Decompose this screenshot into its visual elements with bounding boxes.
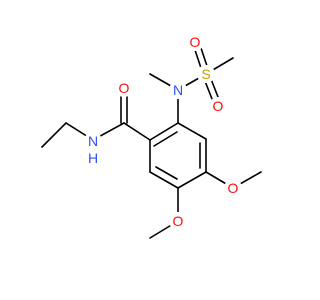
bond-ch3-ch2	[41, 122, 67, 148]
nitrogen-atom-sulfonamide: N	[173, 82, 183, 98]
bond-ring-c2-c3	[177, 122, 207, 140]
oxygen-atom-sulfonyl-2: O	[213, 98, 224, 114]
bond-ring-c4-c5	[177, 171, 207, 189]
bond-ring-c1-c2-inner	[153, 131, 178, 147]
bond-ring-c1-c2	[149, 122, 179, 141]
hydrogen-atom-amide: H	[88, 150, 98, 166]
bond-c-carbonyl-ring	[123, 122, 151, 141]
nitrogen-atom-amide: N	[88, 133, 98, 149]
sulfur-atom: S	[201, 66, 210, 82]
oxygen-atom-methoxy-4: O	[228, 180, 239, 196]
bond-ring-c5-c6-inner	[155, 166, 178, 180]
oxygen-atom-sulfonyl-1: O	[190, 34, 201, 50]
atom-labels: O N H N S O O O O	[84, 33, 242, 230]
oxygen-atom-carbonyl: O	[119, 80, 130, 96]
oxygen-atom-methoxy-5: O	[173, 213, 184, 229]
bond-ring-c5-c6	[149, 171, 179, 189]
molecule-structure: O N H N S O O O O	[41, 33, 262, 239]
